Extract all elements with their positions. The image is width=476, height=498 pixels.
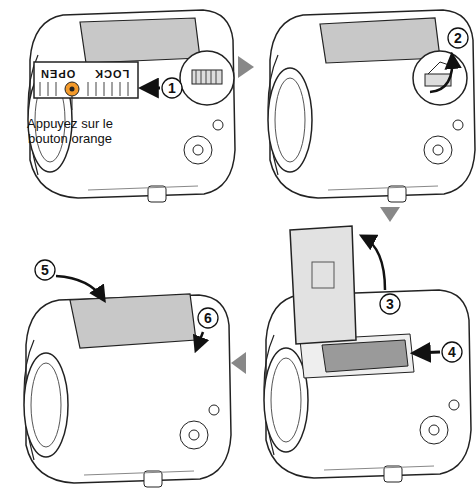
callout-number: 2 [454,30,462,46]
close-arrow [56,276,104,300]
push-arrow [142,87,160,90]
switch-text: LOCK [94,67,129,80]
callout-number: 6 [204,310,212,326]
open-lid [290,226,356,344]
battery-lid [80,18,200,63]
orange-button [65,82,79,96]
insert-arrow [414,352,440,353]
switch-ridges [40,82,128,96]
press-arrow [196,332,203,350]
magnifier [180,51,234,105]
switch-inset [34,62,138,98]
battery-lid [320,18,440,63]
callout-circle [35,260,55,280]
callout-circle [198,308,218,328]
magnifier [413,51,467,105]
latch-lever [428,62,452,74]
callout-circle [448,28,468,48]
instruction-note: Appuyez sur le bouton orange [14,117,126,147]
open-arrow [362,236,385,290]
callout-number: 3 [386,296,394,312]
callout-circle [380,294,400,314]
battery-lid [70,294,196,348]
step-triangle [231,352,246,374]
camcorder-body [268,10,475,202]
battery [322,340,408,372]
latch-ridges [196,70,216,84]
step-triangle [380,207,400,222]
callout-circle [162,78,182,98]
leader-line [72,96,73,110]
lid-label [312,262,334,288]
callout-number: 1 [168,80,176,96]
callout-number: 5 [41,262,49,278]
switch-text: OPEN [40,67,75,80]
camcorder-body [24,295,231,487]
camcorder-body [28,10,235,202]
lift-arrow [430,55,452,92]
callout-number: 4 [448,344,456,360]
latch-detail [192,70,222,84]
step-triangle [238,56,254,78]
callout-circle [442,342,462,362]
